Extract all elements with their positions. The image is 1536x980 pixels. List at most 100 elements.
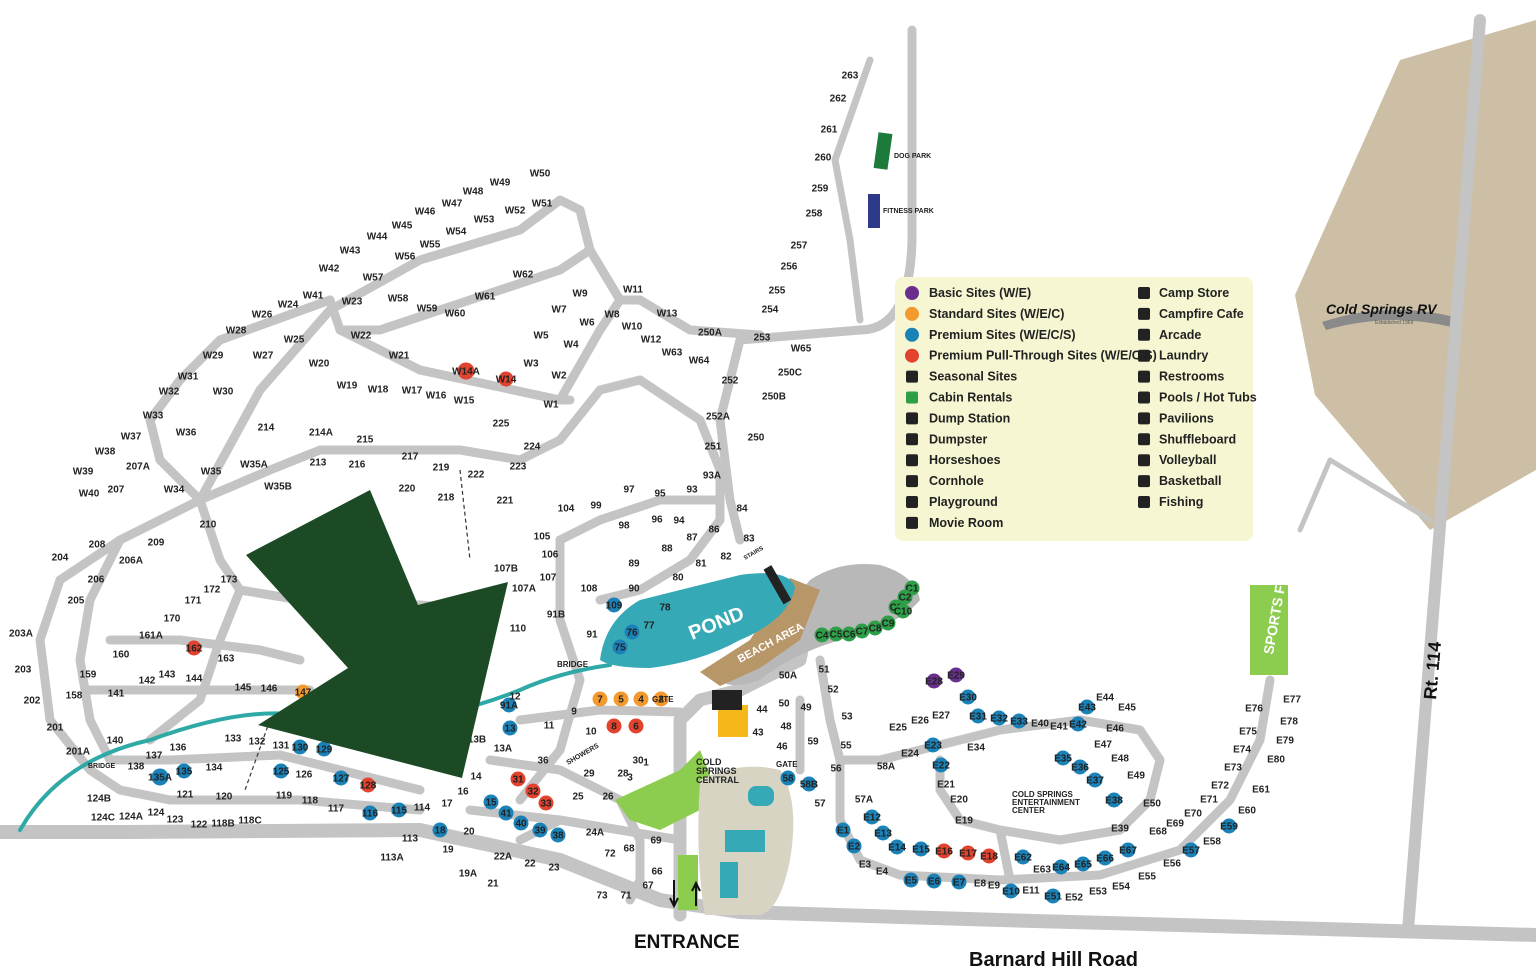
site-label: 56 bbox=[830, 764, 842, 775]
cold-springs-logo: Cold Springs RV Established 1969 bbox=[1322, 301, 1458, 330]
site-label: 18 bbox=[434, 826, 446, 837]
site-label: 49 bbox=[800, 703, 812, 714]
site-marker bbox=[1045, 888, 1061, 904]
site-label: 81 bbox=[695, 559, 707, 570]
site-label: E50 bbox=[1143, 799, 1161, 810]
site-label: E46 bbox=[1106, 724, 1124, 735]
cafe-icon bbox=[1138, 307, 1150, 320]
showers-label: SHOWERS bbox=[566, 742, 601, 766]
site-label: E71 bbox=[1200, 795, 1218, 806]
site-label: 93 bbox=[686, 485, 698, 496]
site-label: 16 bbox=[457, 787, 469, 798]
site-label: 145 bbox=[235, 683, 252, 694]
site-label: W17 bbox=[402, 386, 423, 397]
site-label: 201 bbox=[47, 723, 64, 734]
site-marker bbox=[360, 777, 376, 793]
site-label: 143 bbox=[159, 670, 176, 681]
site-marker bbox=[1055, 750, 1071, 766]
site-label: 51 bbox=[818, 665, 830, 676]
site-label: 133 bbox=[225, 734, 242, 745]
site-label: 251 bbox=[705, 442, 722, 453]
left-item-3: Premium Pull-Through Sites (W/E/C/S) bbox=[929, 349, 1157, 363]
site-marker bbox=[151, 768, 169, 786]
site-label: 202 bbox=[24, 696, 41, 707]
site-label: 262 bbox=[830, 94, 847, 105]
site-marker bbox=[457, 362, 475, 380]
site-label: W6 bbox=[580, 318, 595, 329]
site-label: 172 bbox=[204, 585, 221, 596]
site-label: 24A bbox=[586, 828, 604, 839]
site-label: W62 bbox=[513, 270, 534, 281]
site-label: 14 bbox=[470, 772, 482, 783]
site-marker bbox=[895, 603, 911, 619]
site-label: W20 bbox=[309, 359, 330, 370]
site-label: E30 bbox=[959, 693, 977, 704]
site-label: 206 bbox=[88, 575, 105, 586]
site-marker bbox=[846, 838, 862, 854]
entrance-arrows bbox=[669, 880, 701, 909]
site-label: 25 bbox=[572, 792, 584, 803]
site-label: 117 bbox=[328, 804, 345, 815]
site-marker bbox=[510, 771, 526, 787]
site-label: E68 bbox=[1149, 827, 1167, 838]
site-label: 8 bbox=[611, 722, 617, 733]
site-label: 107 bbox=[540, 573, 557, 584]
site-label: 91A bbox=[500, 701, 518, 712]
site-label: 67 bbox=[642, 881, 654, 892]
site-marker bbox=[1120, 842, 1136, 858]
site-label: 80 bbox=[672, 573, 684, 584]
site-label: 120 bbox=[216, 792, 233, 803]
site-label: C2 bbox=[899, 593, 912, 604]
svg-text:Established 1969: Established 1969 bbox=[1375, 320, 1414, 326]
site-label: 250 bbox=[748, 433, 765, 444]
site-marker bbox=[316, 741, 332, 757]
site-label: W57 bbox=[363, 273, 384, 284]
site-label: E24 bbox=[901, 749, 919, 760]
site-label: 22A bbox=[494, 852, 512, 863]
site-label: 10 bbox=[585, 727, 597, 738]
site-marker bbox=[801, 776, 817, 792]
site-label: 38 bbox=[552, 831, 564, 842]
site-label: 209 bbox=[148, 538, 165, 549]
site-label: E32 bbox=[990, 714, 1008, 725]
gate-label-1: GATE bbox=[652, 695, 674, 704]
site-marker bbox=[606, 597, 622, 613]
right-item-1: Campfire Cafe bbox=[1159, 307, 1244, 321]
site-label: 130 bbox=[292, 743, 309, 754]
shuffleboard-icon bbox=[1138, 433, 1150, 446]
laundry-icon bbox=[1138, 349, 1150, 362]
right-item-2: Arcade bbox=[1159, 328, 1201, 342]
site-label: 203 bbox=[15, 665, 32, 676]
site-marker bbox=[835, 822, 851, 838]
site-label: W7 bbox=[552, 305, 567, 316]
site-marker bbox=[1011, 713, 1027, 729]
site-marker bbox=[513, 815, 529, 831]
site-label: E51 bbox=[1044, 892, 1062, 903]
site-label: E17 bbox=[959, 849, 977, 860]
site-label: 253 bbox=[754, 333, 771, 344]
barnard-hill-road-label: Barnard Hill Road bbox=[969, 949, 1138, 971]
right-item-3: Laundry bbox=[1159, 349, 1208, 363]
site-label: 29 bbox=[583, 769, 595, 780]
site-label: E76 bbox=[1245, 704, 1263, 715]
site-label: W15 bbox=[454, 396, 475, 407]
site-label: 82 bbox=[720, 552, 732, 563]
site-marker bbox=[991, 710, 1007, 726]
site-marker bbox=[525, 783, 541, 799]
left-item-0: Basic Sites (W/E) bbox=[929, 286, 1031, 300]
site-label: 19A bbox=[459, 869, 477, 880]
site-label: 146 bbox=[261, 684, 278, 695]
playground-icon bbox=[906, 496, 918, 508]
site-label: 13 bbox=[504, 724, 516, 735]
site-marker bbox=[1003, 883, 1019, 899]
bridge-label-2: BRIDGE bbox=[88, 763, 116, 770]
site-label: 201A bbox=[66, 747, 90, 758]
site-label: E21 bbox=[937, 780, 955, 791]
site-marker bbox=[854, 623, 870, 639]
site-label: C8 bbox=[869, 624, 882, 635]
site-label: 19 bbox=[442, 845, 454, 856]
site-label: C10 bbox=[894, 607, 913, 618]
site-label: W41 bbox=[303, 291, 324, 302]
site-label: W58 bbox=[388, 294, 409, 305]
